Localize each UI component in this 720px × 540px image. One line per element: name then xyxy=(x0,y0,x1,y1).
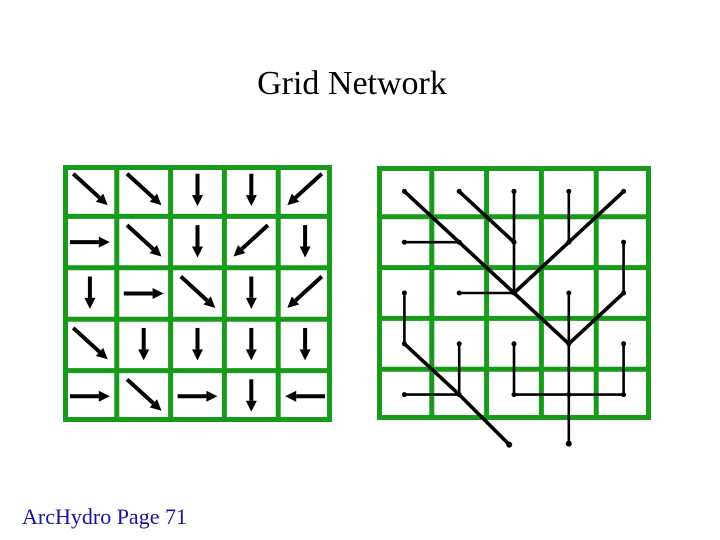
page-title: Grid Network xyxy=(257,65,447,102)
flow-direction-grid xyxy=(63,165,332,422)
stream-network-grid xyxy=(377,166,651,448)
footer-page-label: ArcHydro Page 71 xyxy=(22,504,187,529)
